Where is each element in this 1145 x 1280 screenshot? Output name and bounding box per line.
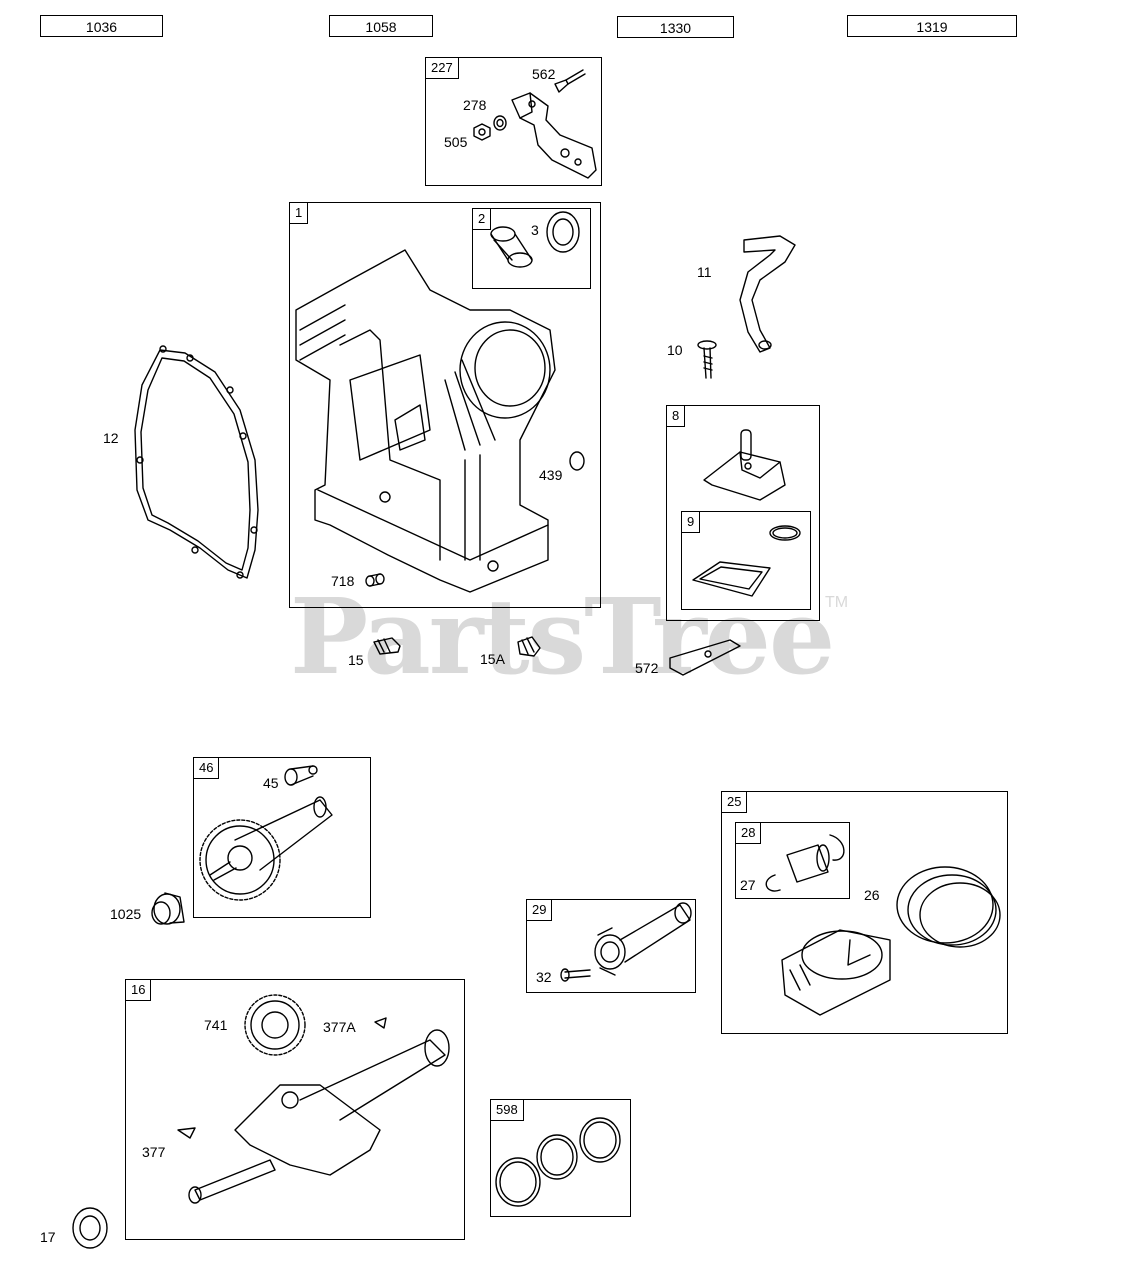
piston-rings-26-drawing (896, 866, 1001, 948)
connecting-rod-29-drawing (560, 902, 692, 982)
callout-3[interactable]: 3 (531, 222, 539, 238)
piston-25-drawing (781, 929, 891, 1016)
group-box-598[interactable]: 598 (490, 1099, 631, 1217)
bearing-17-drawing (72, 1207, 108, 1249)
group-tag-598: 598 (491, 1100, 524, 1121)
gasket-9-drawing (692, 525, 801, 597)
ref-box-1330[interactable]: 1330 (617, 16, 734, 38)
seal-1025-drawing (151, 892, 185, 925)
group-box-9[interactable]: 9 (681, 511, 811, 610)
callout-439[interactable]: 439 (539, 467, 563, 483)
ref-box-1058[interactable]: 1058 (329, 15, 433, 37)
group-box-8[interactable]: 8 (666, 405, 820, 621)
ref-box-1036[interactable]: 1036 (40, 15, 163, 37)
piston-pin-28-drawing (765, 834, 845, 892)
plug-15-drawing (373, 637, 401, 655)
group-tag-2: 2 (473, 209, 492, 230)
bolt-10-drawing (697, 340, 717, 379)
callout-562[interactable]: 562 (532, 66, 556, 82)
group-box-2[interactable]: 2 (472, 208, 591, 289)
plug-15a-drawing (517, 636, 541, 657)
callout-17[interactable]: 17 (40, 1229, 56, 1245)
group-tag-227: 227 (426, 58, 459, 79)
group-tag-9: 9 (682, 512, 701, 533)
group-box-1[interactable]: 1 (289, 202, 601, 608)
shim-rings-598-drawing (495, 1117, 621, 1207)
watermark: PartsTree (290, 575, 835, 698)
ref-box-1319[interactable]: 1319 (847, 15, 1017, 37)
crankshaft-16-drawing (177, 994, 450, 1204)
callout-27[interactable]: 27 (740, 877, 756, 893)
callout-26[interactable]: 26 (864, 887, 880, 903)
group-tag-29: 29 (527, 900, 553, 921)
callout-278[interactable]: 278 (463, 97, 487, 113)
cover-8-drawing (703, 429, 786, 501)
callout-15[interactable]: 15 (348, 652, 364, 668)
callout-10[interactable]: 10 (667, 342, 683, 358)
group-box-28[interactable]: 28 (735, 822, 850, 899)
group-box-16[interactable]: 16 (125, 979, 465, 1240)
callout-11[interactable]: 11 (697, 264, 712, 280)
group-box-25[interactable]: 25 (721, 791, 1008, 1034)
plate-572-drawing (669, 639, 741, 676)
callout-32[interactable]: 32 (536, 969, 552, 985)
callout-741[interactable]: 741 (204, 1017, 228, 1033)
group-tag-28: 28 (736, 823, 762, 844)
group-box-29[interactable]: 29 (526, 899, 696, 993)
callout-12[interactable]: 12 (103, 430, 119, 446)
group-tag-16: 16 (126, 980, 152, 1001)
bushing-2-seal-3-drawing (490, 211, 580, 268)
group-box-46[interactable]: 46 (193, 757, 371, 918)
callout-572[interactable]: 572 (635, 660, 659, 676)
group-tag-46: 46 (194, 758, 220, 779)
callout-718[interactable]: 718 (331, 573, 355, 589)
callout-1025[interactable]: 1025 (110, 906, 142, 922)
callout-505[interactable]: 505 (444, 134, 468, 150)
gasket-12-drawing (134, 345, 259, 579)
group-tag-1: 1 (290, 203, 309, 224)
group-tag-25: 25 (722, 792, 748, 813)
breather-tube-11-drawing (739, 235, 796, 353)
watermark-tm: TM (825, 594, 849, 611)
callout-377[interactable]: 377 (142, 1144, 166, 1160)
callout-45[interactable]: 45 (263, 775, 279, 791)
bracket-227-drawing (473, 69, 597, 179)
group-box-227[interactable]: 227 (425, 57, 602, 186)
group-tag-8: 8 (667, 406, 686, 427)
dowel-718-drawing (365, 573, 385, 587)
callout-377a[interactable]: 377A (323, 1019, 356, 1035)
cylinder-block-1-drawing (295, 249, 556, 593)
ring-439-drawing (569, 451, 585, 471)
camshaft-46-drawing (199, 765, 333, 901)
callout-15a[interactable]: 15A (480, 651, 505, 667)
